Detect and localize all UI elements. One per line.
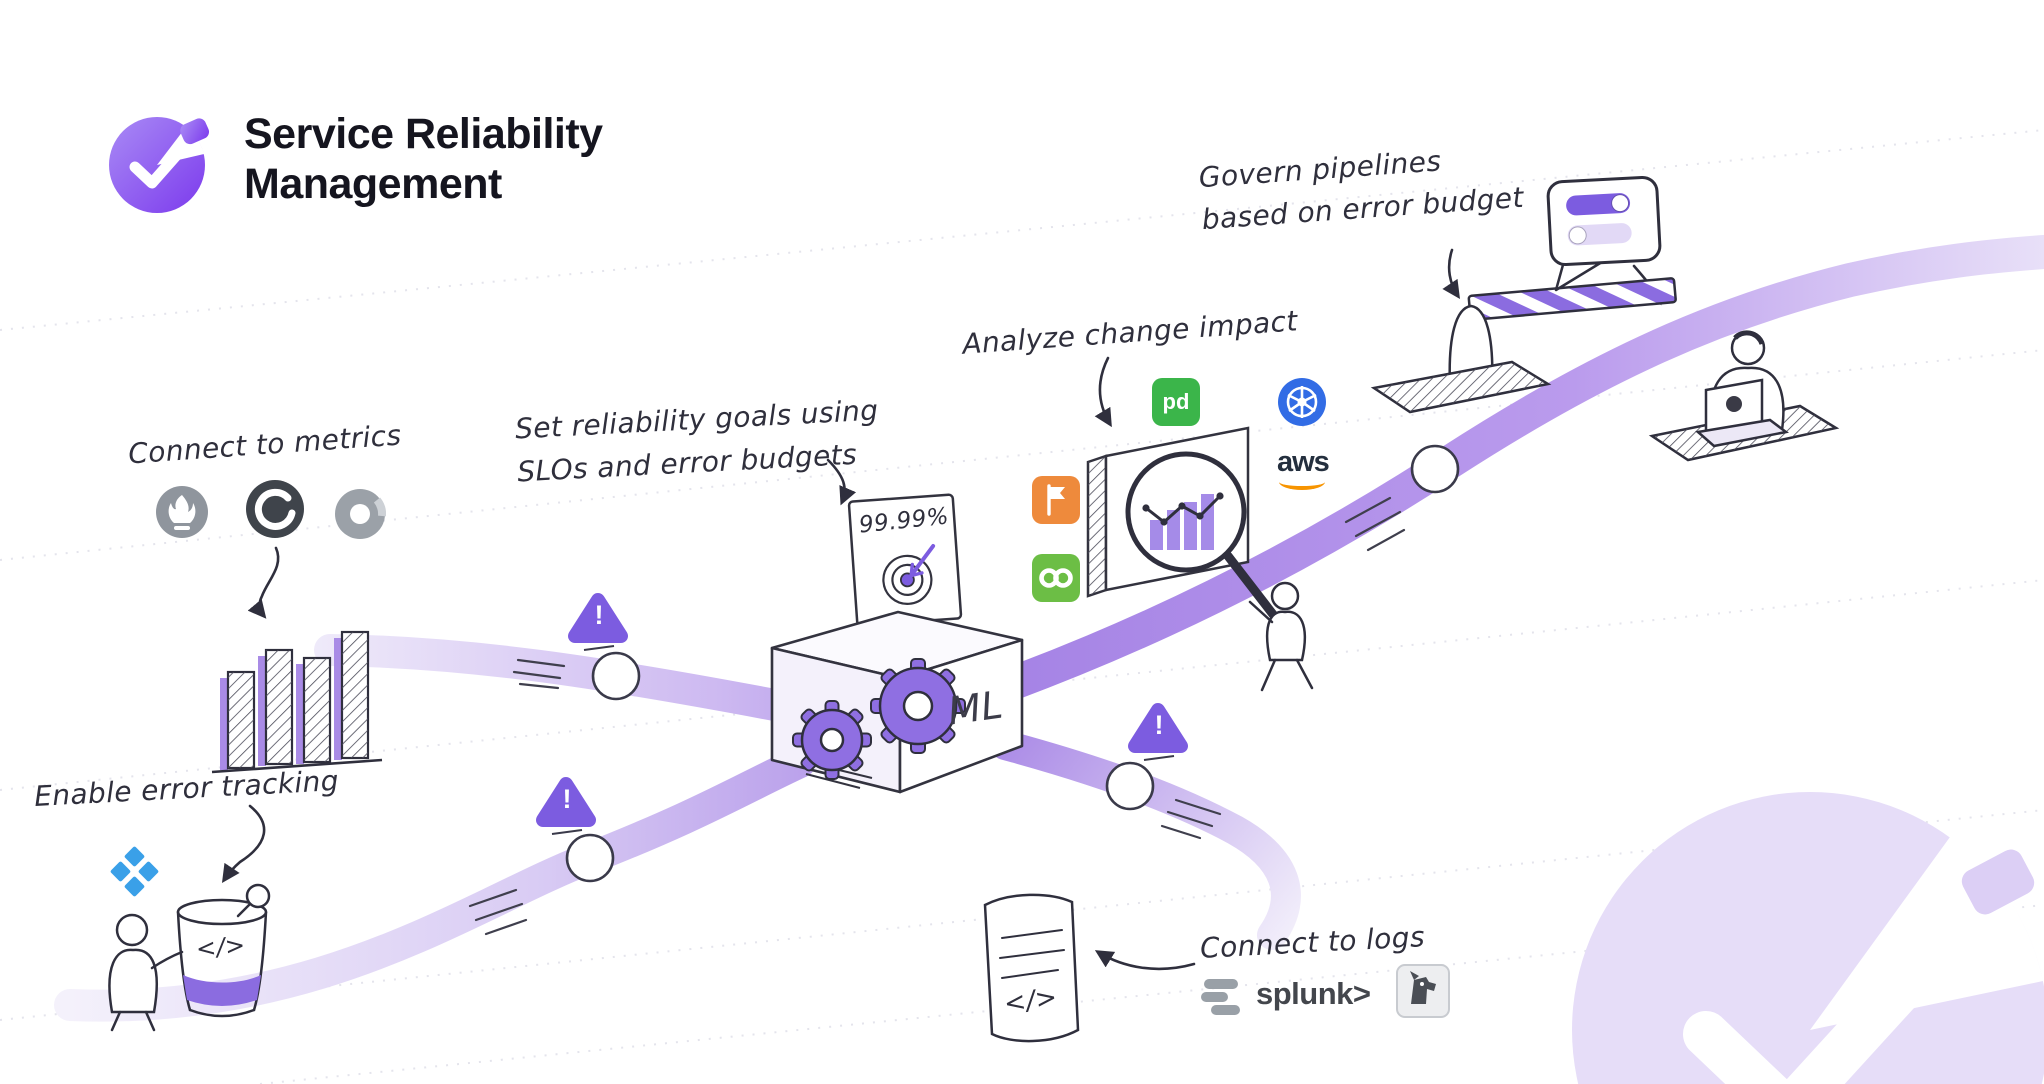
datadog-icon: [1396, 964, 1450, 1023]
prometheus-icon: [156, 486, 208, 538]
road-node: [591, 651, 641, 701]
feature-flag-icon: [1032, 476, 1080, 524]
warning-exclamation: !: [594, 600, 604, 630]
road-node: [1410, 444, 1460, 494]
warning-triangle-icon: [568, 593, 628, 643]
arrow-to-logs-document: [1094, 950, 1196, 971]
metrics-bar-chart-sketch: [211, 630, 383, 774]
slo-target-icon: [882, 544, 936, 605]
app-logo-icon: [109, 117, 210, 213]
warning-triangle-icon: [1128, 703, 1188, 753]
ml-box: [770, 610, 1024, 794]
gear-icon: [870, 658, 966, 754]
arrow-to-barrier-post: [1442, 248, 1461, 300]
road-speed-ticks: [468, 496, 1406, 936]
barrier-base: [1370, 360, 1552, 414]
arrow-to-slo-paper: [826, 458, 857, 506]
governance-toggles-bubble: [1545, 175, 1663, 267]
aws-label: aws: [1277, 446, 1330, 478]
kubernetes-icon: [1278, 378, 1326, 426]
pagerduty-label: pd: [1162, 389, 1190, 414]
magnifier-person: [1248, 581, 1314, 692]
barrier-post-icon: [1448, 304, 1494, 388]
error-tracking-person: [108, 913, 184, 1032]
warning-triangles: [536, 593, 1188, 827]
road-node: [565, 833, 615, 883]
aws-logo: aws: [1277, 446, 1330, 490]
metrics-ring-logo-icon: [334, 488, 386, 540]
error-tracking-bucket: [176, 883, 271, 1018]
laptop-icon: [1695, 378, 1790, 448]
watermark-logo-icon: [1572, 792, 2044, 1084]
road-nodes: [565, 444, 1460, 883]
observability-logo-icon: [246, 480, 304, 538]
splunk-logo: splunk>: [1256, 976, 1371, 1011]
slo-paper: [847, 493, 963, 627]
toggle-knob: [1611, 194, 1629, 212]
warning-triangle-icon: [536, 777, 596, 827]
pagerduty-icon: pd: [1152, 378, 1200, 426]
warning-exclamation: !: [1154, 710, 1164, 740]
ml-label: ML: [945, 682, 1006, 734]
road-left: [314, 634, 796, 722]
pipeline-infinity-icon: [1032, 554, 1080, 602]
road-branch-logs: [990, 730, 1301, 950]
toggle-on-icon: [1565, 192, 1631, 216]
gear-icon: [792, 700, 872, 780]
arrow-to-impact-panel: [1094, 356, 1112, 428]
elastic-icon: [1196, 972, 1246, 1027]
error-tracking-icon: [106, 844, 164, 907]
warning-ground-ticks: [551, 645, 1175, 835]
logs-document: [983, 893, 1080, 1043]
road-main: [983, 235, 2044, 705]
arrow-to-bucket: [221, 804, 266, 884]
toggle-off-icon: [1567, 222, 1633, 246]
warning-exclamation: !: [562, 784, 572, 814]
aws-smile-icon: [1279, 474, 1325, 490]
page-title: Service Reliability Management: [244, 110, 603, 210]
barrier-arm-icon: [1467, 277, 1677, 321]
page-title-line2: Management: [244, 159, 502, 208]
bucket-code-label: </>: [194, 930, 247, 964]
toggle-knob: [1569, 226, 1587, 244]
page-title-line1: Service Reliability: [244, 110, 603, 158]
arrow-to-bar-chart: [247, 546, 280, 619]
magnifier-chart: [1142, 492, 1224, 550]
road-node: [1105, 761, 1155, 811]
